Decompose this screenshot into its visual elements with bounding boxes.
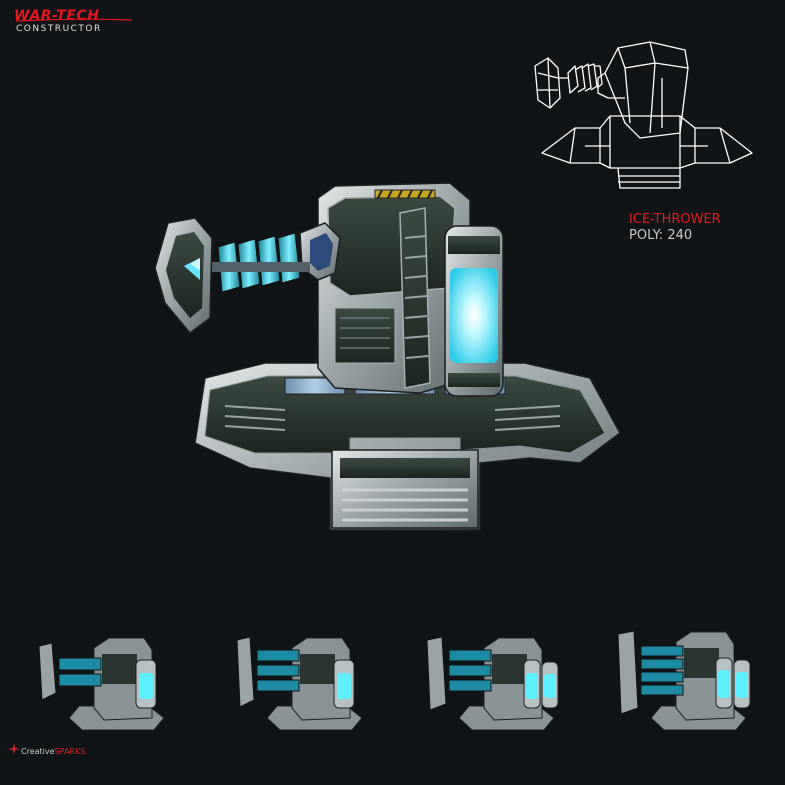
logo-subtitle: CONSTRUCTOR <box>16 24 102 34</box>
upgrade-level-4-thumbnail <box>617 630 751 731</box>
poly-count: 240 <box>667 228 693 243</box>
logo-brand: WAR-TECH <box>14 8 100 24</box>
poly-label: POLY: <box>629 228 664 243</box>
credit-brand: Creative <box>21 747 55 756</box>
unit-poly: POLY: 240 <box>629 228 721 244</box>
wireframe-preview <box>534 41 753 189</box>
logo-swoosh-icon <box>15 18 133 22</box>
spark-star-icon <box>8 743 20 755</box>
ice-emitter-coil <box>210 222 341 293</box>
unit-info: ICE-THROWER POLY: 240 <box>629 212 721 244</box>
turret-tower <box>317 182 471 394</box>
upgrade-level-2-thumbnail <box>236 636 363 731</box>
credit-brand-accent: SPARKS <box>54 747 86 756</box>
unit-name: ICE-THROWER <box>629 212 721 227</box>
ice-thrower-turret-model <box>154 182 621 531</box>
emitter-dish <box>154 217 213 335</box>
upgrade-level-1-thumbnail <box>38 637 165 731</box>
war-tech-logo: WAR-TECH CONSTRUCTOR <box>14 8 144 38</box>
upgrade-level-3-thumbnail <box>426 636 559 731</box>
ice-canister <box>444 225 504 397</box>
